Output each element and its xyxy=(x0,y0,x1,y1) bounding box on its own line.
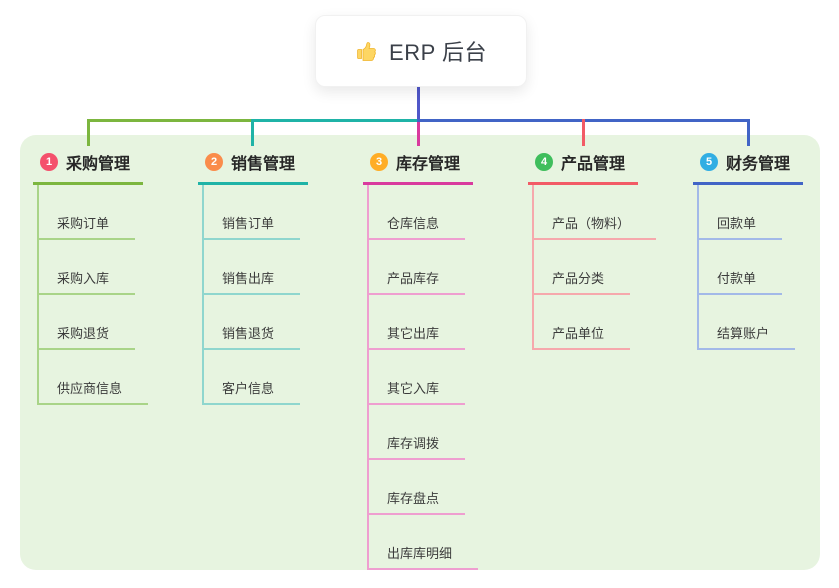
child-label: 付款单 xyxy=(699,268,783,295)
branch-children: 仓库信息 产品库存 其它出库 其它入库 库存调拨 库存盘点 出库库明细 xyxy=(367,185,479,570)
child-label: 库存盘点 xyxy=(369,488,466,515)
branch-number-badge: 3 xyxy=(370,153,388,171)
child-node[interactable]: 结算账户 xyxy=(699,295,803,350)
child-label: 其它入库 xyxy=(369,378,466,405)
child-label: 仓库信息 xyxy=(369,213,466,240)
child-label: 产品单位 xyxy=(534,323,631,350)
branch-2: 2 销售管理 销售订单 销售出库 销售退货 客户信息 xyxy=(198,150,308,405)
connector-line xyxy=(87,119,90,146)
child-label: 产品分类 xyxy=(534,268,631,295)
child-node[interactable]: 销售订单 xyxy=(204,185,308,240)
child-node[interactable]: 采购退货 xyxy=(39,295,148,350)
child-node[interactable]: 采购订单 xyxy=(39,185,148,240)
thumbs-up-icon xyxy=(357,42,376,61)
branch-children: 产品（物料） 产品分类 产品单位 xyxy=(532,185,657,350)
child-label: 采购退货 xyxy=(39,323,136,350)
child-node[interactable]: 出库库明细 xyxy=(369,515,479,570)
child-node[interactable]: 客户信息 xyxy=(204,350,308,405)
child-label: 库存调拨 xyxy=(369,433,466,460)
child-label: 客户信息 xyxy=(204,378,301,405)
branch-title: 财务管理 xyxy=(726,156,791,173)
connector-line xyxy=(253,119,418,122)
branch-4: 4 产品管理 产品（物料） 产品分类 产品单位 xyxy=(528,150,657,350)
branch-1: 1 采购管理 采购订单 采购入库 采购退货 供应商信息 xyxy=(33,150,149,405)
child-node[interactable]: 产品分类 xyxy=(534,240,656,295)
connector-line xyxy=(417,85,420,121)
branch-number-badge: 4 xyxy=(535,153,553,171)
connector-line xyxy=(87,119,254,122)
branch-number-badge: 2 xyxy=(205,153,223,171)
child-node[interactable]: 其它入库 xyxy=(369,350,478,405)
branch-title: 采购管理 xyxy=(66,156,131,173)
child-node[interactable]: 产品单位 xyxy=(534,295,656,350)
branch-topic[interactable]: 5 财务管理 xyxy=(693,150,803,185)
branch-title: 库存管理 xyxy=(396,156,461,173)
branch-title: 产品管理 xyxy=(561,156,626,173)
child-node[interactable]: 产品库存 xyxy=(369,240,478,295)
child-label: 回款单 xyxy=(699,213,783,240)
branch-topic[interactable]: 3 库存管理 xyxy=(363,150,473,185)
branches-panel: 1 采购管理 采购订单 采购入库 采购退货 供应商信息 2 销售管理 销售订单 … xyxy=(20,135,820,570)
root-node[interactable]: ERP 后台 xyxy=(315,15,527,87)
child-label: 供应商信息 xyxy=(39,378,149,405)
branch-topic[interactable]: 2 销售管理 xyxy=(198,150,308,185)
child-label: 出库库明细 xyxy=(369,543,479,570)
connector-line xyxy=(417,122,420,146)
child-node[interactable]: 产品（物料） xyxy=(534,185,657,240)
child-label: 结算账户 xyxy=(699,323,796,350)
connector-line xyxy=(582,119,585,146)
child-node[interactable]: 销售退货 xyxy=(204,295,308,350)
child-node[interactable]: 仓库信息 xyxy=(369,185,478,240)
child-label: 产品库存 xyxy=(369,268,466,295)
connector-line xyxy=(251,119,254,146)
child-node[interactable]: 采购入库 xyxy=(39,240,148,295)
child-node[interactable]: 供应商信息 xyxy=(39,350,149,405)
child-label: 产品（物料） xyxy=(534,213,657,240)
branch-number-badge: 5 xyxy=(700,153,718,171)
branch-5: 5 财务管理 回款单 付款单 结算账户 xyxy=(693,150,803,350)
branch-topic[interactable]: 4 产品管理 xyxy=(528,150,638,185)
branch-topic[interactable]: 1 采购管理 xyxy=(33,150,143,185)
child-node[interactable]: 付款单 xyxy=(699,240,803,295)
child-label: 采购入库 xyxy=(39,268,136,295)
branch-children: 采购订单 采购入库 采购退货 供应商信息 xyxy=(37,185,149,405)
branch-title: 销售管理 xyxy=(231,156,296,173)
child-label: 销售订单 xyxy=(204,213,301,240)
branch-number-badge: 1 xyxy=(40,153,58,171)
branch-3: 3 库存管理 仓库信息 产品库存 其它出库 其它入库 库存调拨 库存盘点 出库库… xyxy=(363,150,479,570)
connector-line xyxy=(747,119,750,146)
child-node[interactable]: 回款单 xyxy=(699,185,803,240)
child-node[interactable]: 库存调拨 xyxy=(369,405,478,460)
child-label: 销售退货 xyxy=(204,323,301,350)
branch-children: 销售订单 销售出库 销售退货 客户信息 xyxy=(202,185,308,405)
child-label: 其它出库 xyxy=(369,323,466,350)
root-title: ERP 后台 xyxy=(389,40,487,65)
child-node[interactable]: 库存盘点 xyxy=(369,460,478,515)
child-node[interactable]: 销售出库 xyxy=(204,240,308,295)
child-label: 销售出库 xyxy=(204,268,301,295)
child-label: 采购订单 xyxy=(39,213,136,240)
branch-children: 回款单 付款单 结算账户 xyxy=(697,185,803,350)
child-node[interactable]: 其它出库 xyxy=(369,295,478,350)
